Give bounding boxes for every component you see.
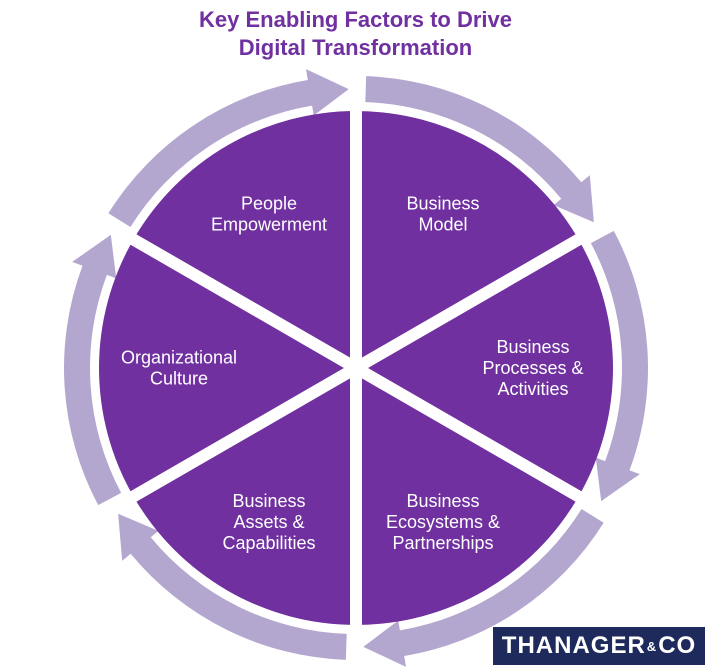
thanager-logo: THANAGER & CO — [493, 627, 705, 665]
segment-label-line: Business — [406, 194, 479, 214]
title-line-1: Key Enabling Factors to Drive — [199, 7, 512, 32]
cycle-arrow-6 — [108, 69, 349, 228]
segment-2 — [356, 239, 613, 497]
segment-divider — [83, 362, 360, 529]
cycle-arrow-2 — [590, 230, 648, 502]
diagram-title: Key Enabling Factors to Drive Digital Tr… — [0, 6, 711, 62]
segment-label-line: Culture — [150, 369, 208, 389]
segment-5 — [98, 239, 356, 497]
segment-divider — [353, 362, 629, 529]
segment-divider — [83, 207, 360, 374]
segment-3 — [356, 368, 579, 625]
logo-amp-text: & — [646, 638, 658, 654]
segment-label-line: Assets & — [233, 512, 304, 532]
segment-1 — [356, 111, 579, 368]
segment-divider — [353, 207, 629, 374]
cycle-arrow-1 — [365, 76, 594, 223]
cycle-arrow-3 — [363, 508, 604, 667]
segment-label-line: Empowerment — [211, 215, 327, 235]
segment-label-line: Processes & — [482, 358, 583, 378]
segment-label-line: Ecosystems & — [386, 512, 500, 532]
segment-label-line: Model — [418, 215, 467, 235]
segment-label-line: Partnerships — [392, 533, 493, 553]
title-line-2: Digital Transformation — [238, 35, 473, 60]
segment-label-line: Business — [232, 491, 305, 511]
cycle-arrow-ring — [63, 69, 648, 667]
logo-co-text: CO — [658, 632, 697, 659]
segment-label-line: Capabilities — [222, 533, 315, 553]
cycle-arrow-4 — [118, 513, 347, 660]
pie-segments — [83, 57, 629, 669]
segment-label-line: Business — [496, 337, 569, 357]
segment-4 — [133, 368, 356, 625]
segment-label-line: Activities — [497, 379, 568, 399]
logo-main-text: THANAGER — [501, 632, 646, 659]
cycle-arrow-5 — [63, 234, 122, 506]
segment-label-line: Business — [406, 491, 479, 511]
segment-label-line: Organizational — [121, 348, 237, 368]
segment-6 — [133, 111, 356, 368]
segment-label-line: People — [241, 194, 297, 214]
